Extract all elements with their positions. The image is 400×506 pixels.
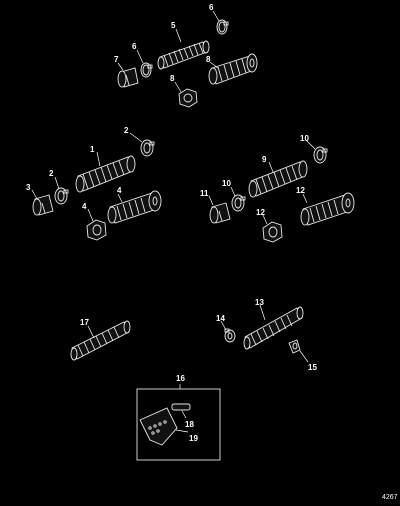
leaders-group-a — [117, 10, 220, 93]
clamp-2-lower — [54, 187, 69, 205]
nut-4 — [86, 219, 107, 241]
callout-14: 14 — [216, 314, 225, 323]
callout-8: 8 — [170, 74, 175, 83]
bellows-boot-9 — [248, 160, 308, 198]
callout-10: 10 — [222, 179, 231, 188]
callout-6: 6 — [132, 42, 137, 51]
callout-4: 4 — [82, 202, 87, 211]
callout-1: 1 — [90, 145, 95, 154]
nut-8 — [178, 88, 198, 108]
clamp-14 — [224, 328, 236, 343]
callout-4: 4 — [117, 186, 122, 195]
bellows-boot-13 — [243, 306, 304, 350]
callout-18: 18 — [185, 420, 194, 429]
clip-15 — [288, 339, 301, 354]
callout-3: 3 — [26, 183, 31, 192]
callout-16: 17 — [80, 318, 89, 327]
bushing-11 — [209, 202, 231, 224]
key-18 — [171, 403, 191, 411]
clamp-10-lower — [231, 194, 246, 212]
grip-12-long — [300, 192, 355, 226]
callout-2: 2 — [49, 169, 54, 178]
callout-19: 19 — [189, 434, 198, 443]
grip-8-long — [208, 53, 258, 85]
leaders-group-d — [87, 304, 309, 363]
callout-15: 15 — [308, 363, 317, 372]
callout-8: 8 — [206, 55, 211, 64]
bushing-3 — [32, 194, 54, 216]
callout-6: 6 — [209, 3, 214, 12]
callout-10: 10 — [300, 134, 309, 143]
callout-17: 16 — [176, 374, 185, 383]
clamp-6-upper — [216, 19, 229, 35]
callout-11: 11 — [200, 189, 209, 198]
callout-7: 7 — [114, 55, 119, 64]
clamp-6-lower — [140, 62, 153, 78]
leaders-group-b — [31, 132, 143, 222]
clamp-2-upper — [140, 139, 155, 157]
bellows-boot-16 — [70, 320, 131, 361]
callout-5: 5 — [171, 21, 176, 30]
bellows-boot-1 — [75, 155, 136, 193]
grip-4-long — [107, 190, 162, 224]
callout-9: 9 — [262, 155, 267, 164]
leaders-group-c — [208, 140, 316, 225]
clamp-10-upper — [313, 146, 328, 164]
leaders-kit — [175, 410, 189, 433]
callout-12: 12 — [296, 186, 305, 195]
kit-box-17 — [136, 384, 221, 461]
callout-2: 2 — [124, 126, 129, 135]
bellows-boot-5 — [157, 40, 210, 70]
bushing-7 — [117, 67, 139, 88]
handle-19 — [139, 407, 178, 446]
callout-12: 12 — [256, 208, 265, 217]
callout-13: 13 — [255, 298, 264, 307]
nut-12 — [262, 221, 283, 243]
drawing-code: 4267 — [382, 494, 398, 501]
